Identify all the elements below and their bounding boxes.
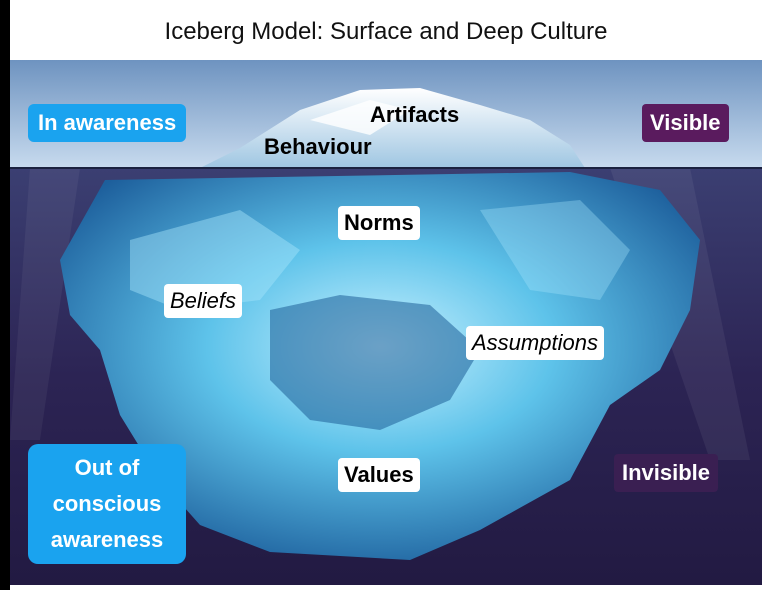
- in-awareness-tag: In awareness: [28, 104, 187, 142]
- beliefs-label: Beliefs: [164, 284, 243, 318]
- iceberg-scene: In awareness Visible Artifacts Behaviour…: [10, 60, 762, 585]
- out-of-awareness-line1: Out of: [74, 455, 140, 480]
- artifacts-label: Artifacts: [370, 102, 460, 127]
- behaviour-label: Behaviour: [264, 134, 372, 159]
- out-of-awareness-line2: conscious: [52, 491, 162, 516]
- norms-label: Norms: [338, 206, 420, 240]
- visible-tag: Visible: [642, 104, 729, 142]
- invisible-tag: Invisible: [614, 454, 719, 492]
- out-of-awareness-tag: Out of conscious awareness: [28, 444, 186, 564]
- diagram-title: Iceberg Model: Surface and Deep Culture: [164, 18, 608, 45]
- iceberg-tip: [200, 88, 585, 168]
- values-label: Values: [338, 458, 420, 492]
- out-of-awareness-line3: awareness: [50, 527, 164, 552]
- assumptions-label: Assumptions: [466, 326, 604, 360]
